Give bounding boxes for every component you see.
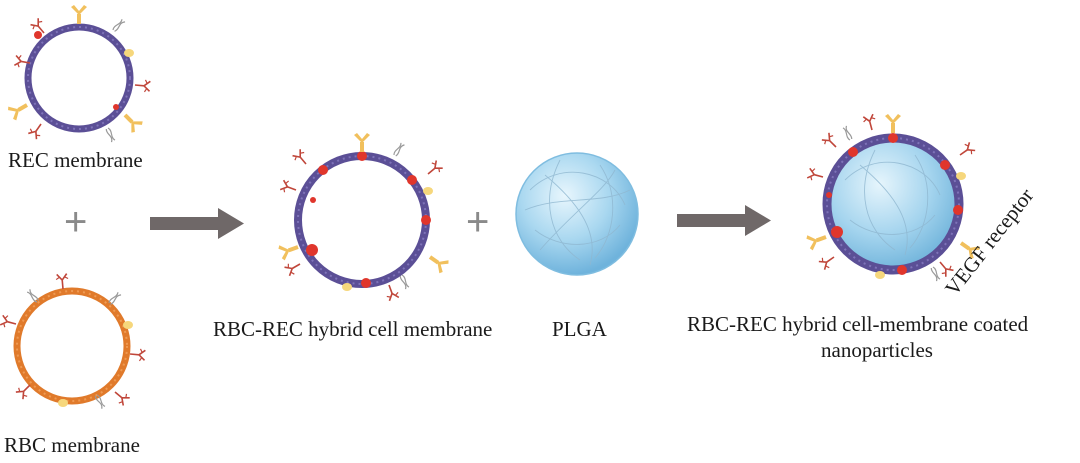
- plga-sphere-icon: [515, 152, 639, 276]
- coated-nanoparticle-icon: [805, 113, 982, 282]
- plus-sign-right: +: [466, 200, 489, 244]
- arrow-icon-1: [150, 208, 244, 239]
- hybrid-membrane-label: RBC-REC hybrid cell membrane: [213, 317, 492, 341]
- rec-membrane-icon: [6, 5, 152, 143]
- arrow-icon-2: [677, 205, 771, 236]
- plga-label: PLGA: [552, 317, 608, 341]
- coated-nanoparticles-label-line1: RBC-REC hybrid cell-membrane coated: [687, 312, 1029, 336]
- rbc-membrane-label: RBC membrane: [4, 433, 140, 457]
- coated-nanoparticles-label-line2: nanoparticles: [821, 338, 933, 362]
- plus-sign-left: +: [64, 200, 87, 244]
- rbc-membrane-icon: [0, 272, 147, 410]
- rec-membrane-label: REC membrane: [8, 148, 143, 172]
- hybrid-membrane-icon: [277, 133, 451, 302]
